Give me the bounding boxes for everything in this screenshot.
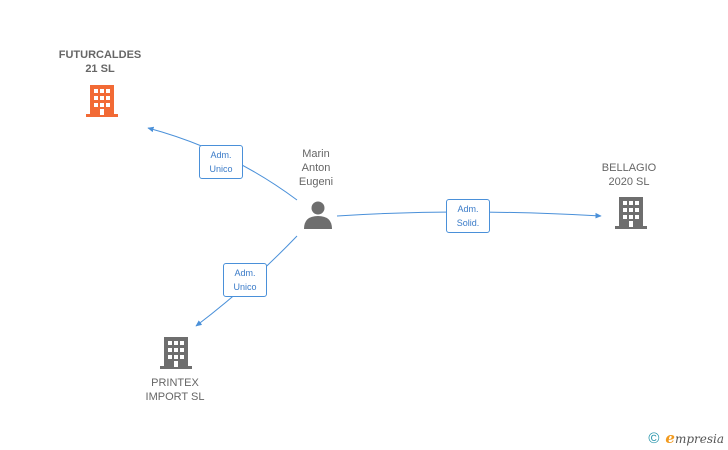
person-name-line: Marin — [302, 148, 330, 160]
edge-label-line: Adm. — [234, 268, 256, 278]
company-name-line: BELLAGIO — [601, 162, 657, 174]
person-name-line: Anton — [301, 162, 331, 174]
edge-label-line: Adm. — [457, 204, 479, 214]
building-icon[interactable] — [86, 85, 118, 117]
company-name-line: FUTURCALDES — [58, 49, 142, 61]
person-name-line: Eugeni — [298, 176, 334, 188]
company-label-futurcaldes[interactable]: FUTURCALDES 21 SL — [59, 48, 142, 76]
person-label[interactable]: Marin Anton Eugeni — [299, 147, 333, 189]
building-icon[interactable] — [615, 197, 647, 229]
edge-label-adm-unico[interactable]: Adm. Unico — [199, 145, 243, 179]
edge-label-line: Unico — [233, 282, 257, 292]
company-name-line: PRINTEX — [151, 377, 199, 389]
person-icon[interactable] — [304, 201, 332, 230]
edge-label-line: Solid. — [456, 218, 480, 228]
company-label-bellagio[interactable]: BELLAGIO 2020 SL — [602, 161, 656, 189]
brand-name: mpresia — [674, 432, 724, 446]
building-icon[interactable] — [160, 337, 192, 369]
footer-brand: © empresia — [648, 429, 724, 447]
company-name-line: 21 SL — [85, 63, 115, 75]
edge-label-adm-solid[interactable]: Adm. Solid. — [446, 199, 490, 233]
edge-label-line: Adm. — [210, 150, 232, 160]
edge-label-line: Unico — [209, 164, 233, 174]
company-name-line: IMPORT SL — [145, 391, 205, 403]
copyright-icon: © — [648, 429, 660, 447]
brand-logo[interactable]: empresia — [665, 429, 724, 447]
company-name-line: 2020 SL — [608, 176, 650, 188]
brand-initial: e — [665, 429, 675, 447]
edge-label-adm-unico[interactable]: Adm. Unico — [223, 263, 267, 297]
company-label-printex[interactable]: PRINTEX IMPORT SL — [146, 376, 205, 404]
